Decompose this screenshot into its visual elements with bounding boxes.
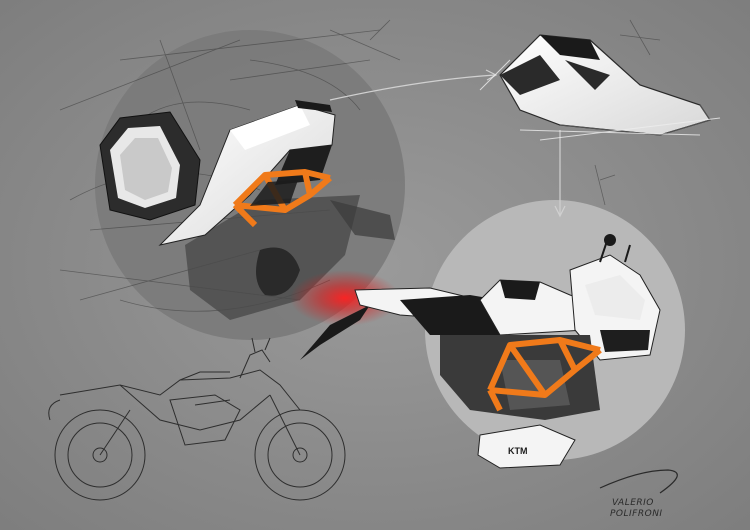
- tail-light-glow: [290, 270, 400, 326]
- signature-line2: POLIFRONI: [610, 509, 663, 519]
- rendered-motorcycle: KTM: [300, 234, 661, 469]
- signature-line1: VALERIO: [612, 498, 654, 508]
- exploded-tank-sketch: [99, 100, 395, 320]
- connector-arrows: [329, 69, 566, 218]
- brand-mark: KTM: [508, 446, 528, 456]
- tank-cover-detail: [479, 34, 721, 141]
- orange-frame-right: [487, 337, 602, 412]
- artist-signature: VALERIO POLIFRONI: [599, 469, 678, 519]
- line-drawing-motorcycle: [48, 337, 346, 501]
